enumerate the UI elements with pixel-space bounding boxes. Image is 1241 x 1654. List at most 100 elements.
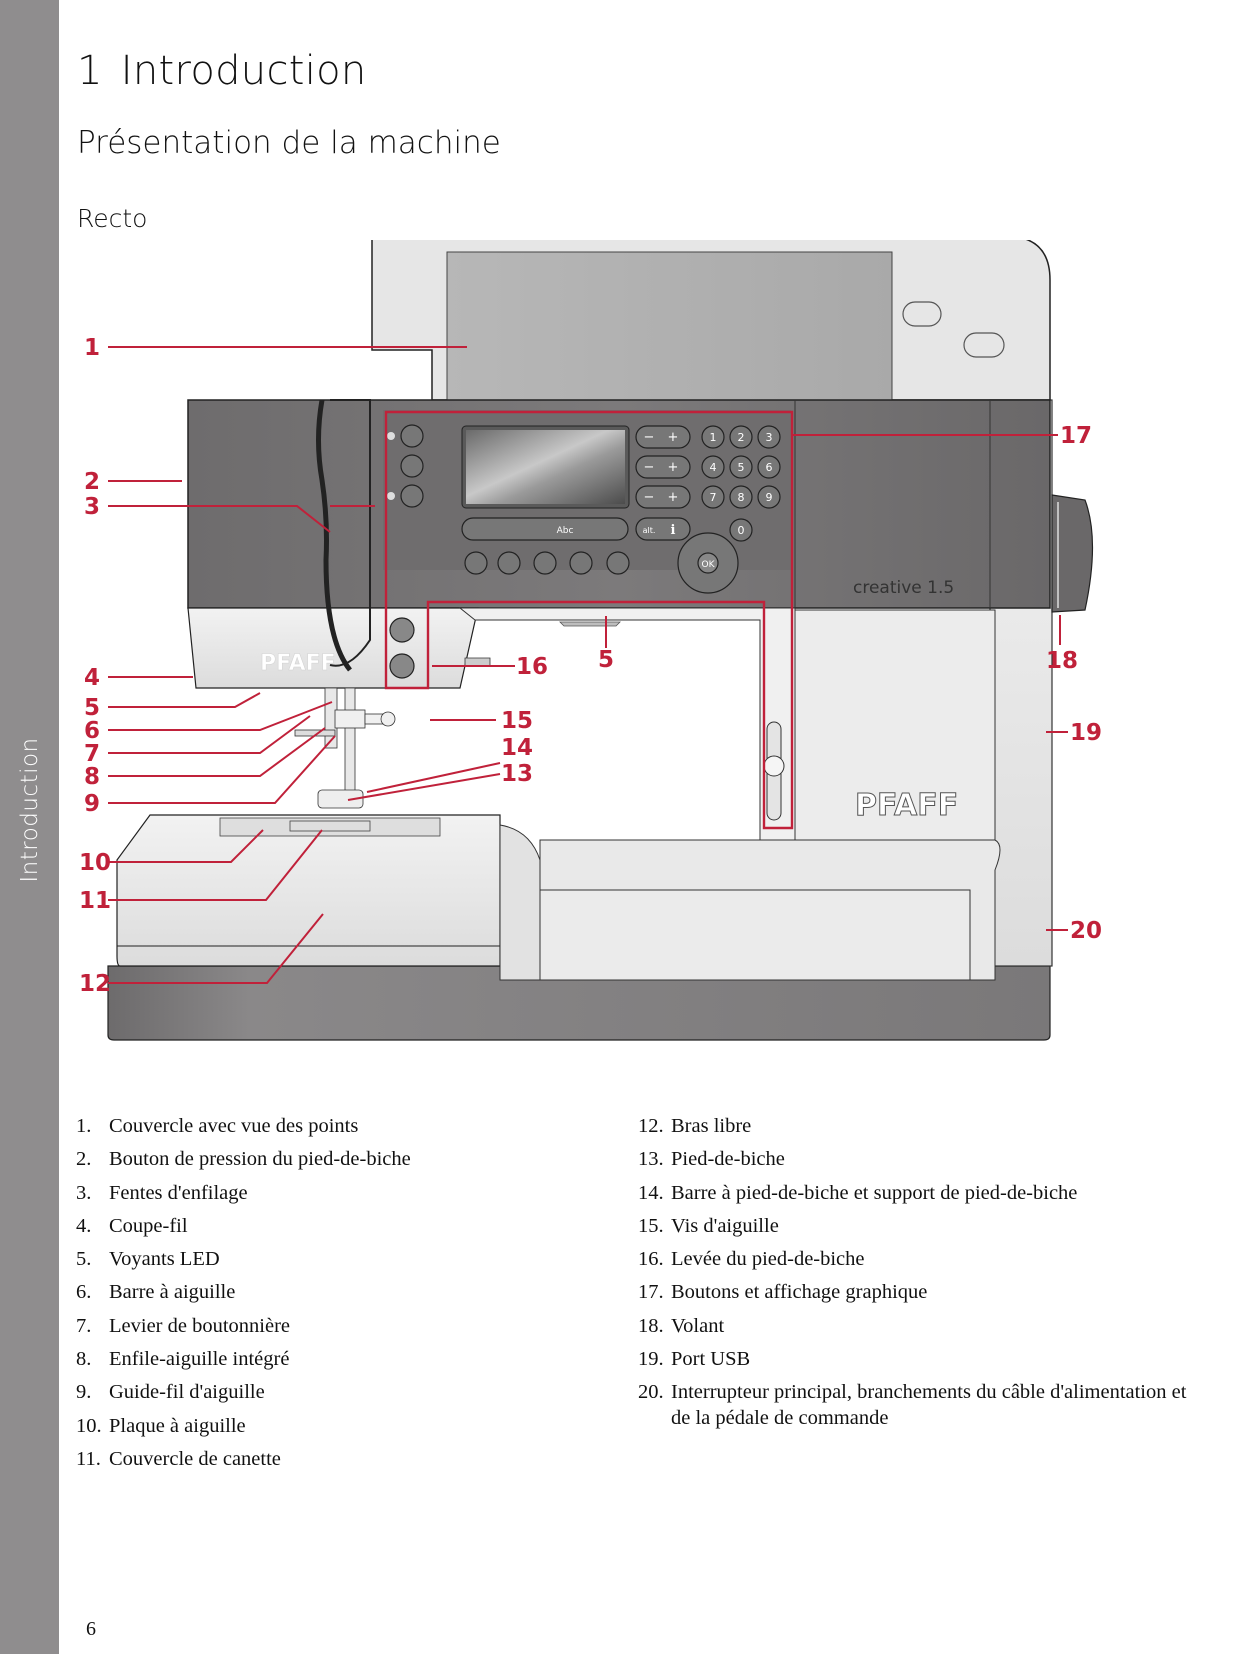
callout-5-led: 5 xyxy=(598,647,615,673)
callout-14: 14 xyxy=(501,735,534,761)
legend-item-7: 7.Levier de boutonnière xyxy=(76,1314,291,1337)
svg-text:7: 7 xyxy=(710,491,717,504)
callout-12: 12 xyxy=(79,971,112,997)
callout-16: 16 xyxy=(516,654,549,680)
needle-up-down-button[interactable] xyxy=(400,424,424,448)
callout-10: 10 xyxy=(79,850,112,876)
bobbin-cover xyxy=(289,820,371,832)
function-bar[interactable] xyxy=(461,517,629,541)
pfaff-logo-head: PFAFF xyxy=(260,651,336,676)
abc-button[interactable]: Abc xyxy=(557,526,574,536)
stitch-length-stepper[interactable] xyxy=(635,455,691,479)
alt-info-buttons[interactable] xyxy=(635,517,691,541)
legend-item-13: 13.Pied-de-biche xyxy=(638,1148,785,1171)
svg-text:alt.: alt. xyxy=(643,526,656,535)
svg-text:3: 3 xyxy=(766,431,773,444)
start-stop-button[interactable] xyxy=(389,617,415,643)
callout-11: 11 xyxy=(79,888,112,914)
legend-item-8: 8.Enfile-aiguille intégré xyxy=(76,1348,290,1371)
pfaff-logo-body: PFAFF xyxy=(855,788,958,823)
needle-plate xyxy=(219,817,441,837)
legend-item-5: 5.Voyants LED xyxy=(76,1248,220,1271)
svg-text:0: 0 xyxy=(738,524,745,537)
callout-17: 17 xyxy=(1060,423,1093,449)
legend-item-2: 2.Bouton de pression du pied-de-biche xyxy=(76,1148,411,1171)
svg-text:+: + xyxy=(668,490,679,505)
legend-item-6: 6.Barre à aiguille xyxy=(76,1281,236,1304)
favorite-button[interactable] xyxy=(464,551,488,575)
callout-13: 13 xyxy=(501,761,534,787)
thread-tension-stepper[interactable] xyxy=(635,485,691,509)
machine-illustration: PFAFF xyxy=(107,240,1094,1041)
callout-1: 1 xyxy=(84,335,101,361)
callout-8: 8 xyxy=(84,764,101,790)
legend-item-10: 10.Plaque à aiguille xyxy=(76,1414,246,1437)
callout-3: 3 xyxy=(84,494,101,520)
legend-item-19: 19.Port USB xyxy=(638,1348,751,1371)
callout-6: 6 xyxy=(84,718,101,744)
svg-text:9: 9 xyxy=(766,491,773,504)
callout-lines xyxy=(108,346,1068,984)
svg-text:1: 1 xyxy=(710,431,717,444)
svg-text:+: + xyxy=(668,430,679,445)
svg-text:OK: OK xyxy=(702,560,716,570)
load-favorite-button[interactable] xyxy=(497,551,521,575)
callout-19: 19 xyxy=(1070,720,1103,746)
ok-button[interactable] xyxy=(697,552,719,574)
legend-item-17: 17.Boutons et affichage graphique xyxy=(638,1281,928,1304)
legend-item-14: 14.Barre à pied-de-biche et support de p… xyxy=(638,1181,1078,1204)
side-tab-label: Introduction xyxy=(17,737,43,883)
legend-item-3: 3.Fentes d'enfilage xyxy=(76,1181,248,1204)
chapter-number: 1 xyxy=(77,48,103,94)
callout-15: 15 xyxy=(501,708,534,734)
section-title: Présentation de la machine xyxy=(77,125,501,161)
stitch-width-stepper[interactable] xyxy=(635,425,691,449)
callout-2: 2 xyxy=(84,469,101,495)
mirror-end-button[interactable] xyxy=(606,551,630,575)
led-lights xyxy=(559,621,621,627)
presser-foot-lever xyxy=(464,657,491,667)
free-arm xyxy=(116,814,1001,981)
graphic-display xyxy=(466,430,625,504)
svg-text:−: − xyxy=(644,460,655,475)
svg-text:8: 8 xyxy=(738,491,745,504)
key-2[interactable] xyxy=(729,425,753,449)
panel-highlight-outline xyxy=(384,410,794,830)
key-1[interactable] xyxy=(701,425,725,449)
key-7[interactable] xyxy=(701,485,725,509)
machine-figure: PFAFF xyxy=(60,240,1241,1100)
reverse-button[interactable] xyxy=(389,653,415,679)
legend-item-16: 16.Levée du pied-de-biche xyxy=(638,1248,865,1271)
svg-text:−: − xyxy=(644,430,655,445)
legend-item-15: 15.Vis d'aiguille xyxy=(638,1214,779,1237)
key-5[interactable] xyxy=(729,455,753,479)
callout-4: 4 xyxy=(84,665,101,691)
mirror-side-button[interactable] xyxy=(569,551,593,575)
svg-text:5: 5 xyxy=(738,461,745,474)
legend-item-12: 12.Bras libre xyxy=(638,1115,752,1137)
delete-button[interactable] xyxy=(533,551,557,575)
key-9[interactable] xyxy=(757,485,781,509)
handwheel xyxy=(1051,494,1094,613)
key-4[interactable] xyxy=(701,455,725,479)
speed-slider-handle[interactable] xyxy=(763,755,785,777)
callout-18: 18 xyxy=(1046,648,1079,674)
callout-7: 7 xyxy=(84,741,101,767)
key-3[interactable] xyxy=(757,425,781,449)
svg-text:i: i xyxy=(671,523,676,538)
legend-item-20: 20.Interrupteur principal, branchements … xyxy=(638,1381,1187,1430)
key-0[interactable] xyxy=(729,518,753,542)
callout-20: 20 xyxy=(1070,918,1103,944)
legend-left: 1.Couvercle avec vue des points 2.Bouton… xyxy=(76,1110,616,1476)
svg-text:−: − xyxy=(644,490,655,505)
side-tab: Introduction xyxy=(0,0,59,1654)
tie-off-button[interactable] xyxy=(400,454,424,478)
legend-item-18: 18.Volant xyxy=(638,1314,725,1337)
svg-text:2: 2 xyxy=(738,431,745,444)
key-8[interactable] xyxy=(729,485,753,509)
key-6[interactable] xyxy=(757,455,781,479)
control-panel: −+ −+ −+ 1 2 3 4 5 6 7 8 9 0 Abc alt. xyxy=(383,410,791,821)
thread-cut-button[interactable] xyxy=(400,484,424,508)
machine-base xyxy=(107,965,1051,1041)
model-label: creative 1.5 xyxy=(853,578,954,598)
